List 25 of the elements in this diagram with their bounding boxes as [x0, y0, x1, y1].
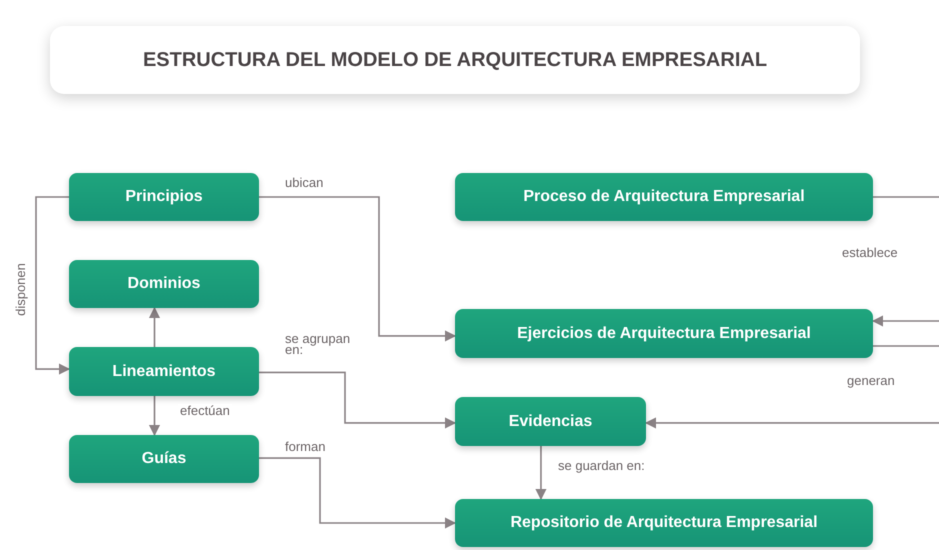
edge-label: establece — [840, 246, 900, 259]
edge-label: disponen — [14, 262, 27, 318]
concept-box: Lineamientos — [69, 347, 259, 396]
concept-box: Dominios — [69, 260, 259, 308]
edge-label: forman — [283, 440, 328, 453]
concept-box: Evidencias — [455, 397, 646, 446]
concept-box: Principios — [69, 173, 259, 221]
concept-box: Guías — [69, 435, 259, 483]
arrow — [644, 345, 939, 429]
edge-label: ubican — [283, 176, 326, 189]
concept-box: Proceso de Arquitectura Empresarial — [455, 173, 873, 221]
arrow — [535, 446, 547, 500]
arrow — [259, 457, 456, 529]
concept-box: Repositorio de Arquitectura Empresarial — [455, 499, 873, 547]
arrow — [35, 196, 70, 375]
concept-box: Ejercicios de Arquitectura Empresarial — [455, 309, 873, 358]
title-panel: ESTRUCTURA DEL MODELO DE ARQUITECTURA EMPRESARIAL — [50, 26, 860, 94]
arrow — [148, 396, 160, 436]
edge-label: efectúan — [178, 404, 232, 417]
edge-label: se agrupan en: — [284, 333, 352, 355]
arrow — [259, 196, 456, 342]
arrow — [148, 306, 160, 347]
edge-label: se guardan en: — [556, 459, 647, 472]
arrow — [259, 372, 456, 429]
arrow — [872, 196, 939, 327]
